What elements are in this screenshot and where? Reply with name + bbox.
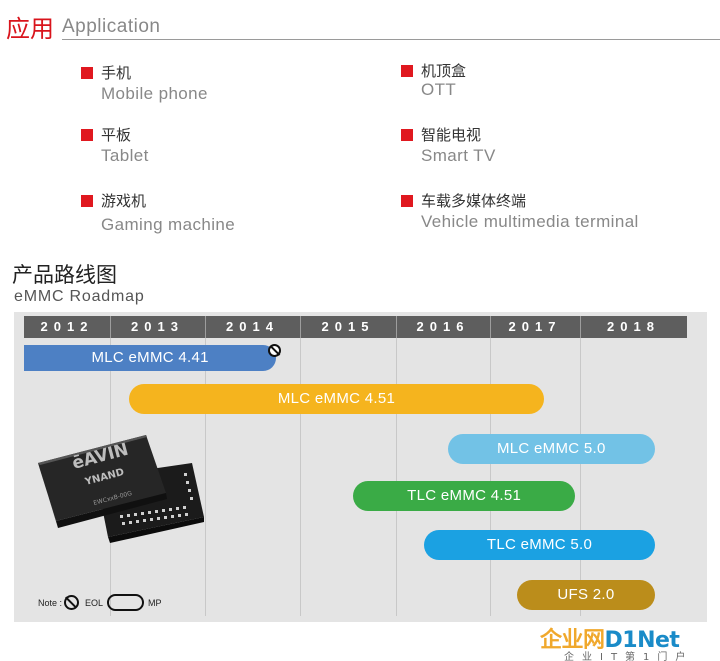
grid-line [490, 338, 491, 616]
application-name-en: Mobile phone [101, 84, 208, 103]
watermark-text-b: D1Net [604, 628, 680, 653]
year-label-2012: 2012 [40, 319, 94, 334]
application-name-en: Vehicle multimedia terminal [421, 212, 639, 231]
eol-icon [64, 595, 79, 610]
roadmap-bar-tlc-emmc-4-51: TLC eMMC 4.51 [352, 481, 576, 511]
application-name-cn: 智能电视 [421, 126, 482, 144]
year-separator [300, 316, 301, 338]
watermark-logo: 企业网D1Net 企业IT第1门户 [540, 622, 720, 661]
eol-icon [268, 344, 282, 357]
grid-line [580, 338, 581, 616]
grid-line [396, 338, 397, 616]
year-separator [490, 316, 491, 338]
roadmap-title-en: eMMC Roadmap [14, 288, 145, 305]
year-separator [580, 316, 581, 338]
application-name-cn: 游戏机 [101, 192, 147, 210]
roadmap-bar-tlc-emmc-5-0: TLC eMMC 5.0 [424, 530, 655, 560]
section-title-en: Application [62, 16, 161, 37]
bullet-square-icon [81, 129, 93, 141]
year-separator [110, 316, 111, 338]
year-axis: 2012 2013 2014 2015 2016 2017 2018 [24, 316, 687, 338]
year-label-2013: 2013 [131, 319, 184, 334]
bullet-square-icon [401, 129, 413, 141]
year-separator [205, 316, 206, 338]
grid-line [205, 338, 206, 616]
year-label-2016: 2016 [416, 319, 470, 334]
bullet-square-icon [81, 195, 93, 207]
bullet-square-icon [401, 195, 413, 207]
roadmap-bar-ufs-2-0: UFS 2.0 [517, 580, 655, 610]
year-label-2014: 2014 [226, 319, 279, 334]
roadmap-bar-mlc-emmc-5-0: MLC eMMC 5.0 [447, 434, 655, 464]
roadmap-bar-mlc-emmc-4-51: MLC eMMC 4.51 [129, 384, 544, 414]
roadmap-bar-mlc-emmc-4-41: MLC eMMC 4.41 [24, 345, 277, 371]
roadmap-title-cn: 产品路线图 [12, 263, 117, 287]
legend-eol-label: EOL [85, 598, 104, 608]
application-name-cn: 平板 [101, 126, 132, 144]
emmc-chip-image: ēAVIN YNAND EWCxxB-00G [38, 435, 204, 543]
application-name-en: Smart TV [421, 146, 496, 165]
bullet-square-icon [401, 65, 413, 77]
grid-line [300, 338, 301, 616]
watermark-main: 企业网D1Net [540, 622, 680, 654]
application-name-cn: 手机 [101, 64, 132, 82]
watermark-tagline: 企业IT第1门户 [564, 652, 694, 661]
application-name-en: Gaming machine [101, 215, 236, 234]
year-label-2018: 2018 [607, 319, 660, 334]
mp-icon [107, 594, 144, 611]
application-name-en: Tablet [101, 146, 149, 165]
year-separator [396, 316, 397, 338]
section-title-cn: 应用 [6, 15, 54, 43]
chip-front [38, 435, 167, 528]
application-name-en: OTT [421, 80, 457, 99]
application-name-cn: 车载多媒体终端 [421, 192, 527, 210]
watermark-text-a: 企业网 [540, 628, 605, 653]
legend-note-label: Note : [38, 598, 63, 608]
year-label-2015: 2015 [321, 319, 375, 334]
application-name-cn: 机顶盒 [421, 62, 467, 80]
header-divider [62, 39, 720, 40]
bullet-square-icon [81, 67, 93, 79]
legend-mp-label: MP [148, 598, 162, 608]
year-label-2017: 2017 [508, 319, 562, 334]
